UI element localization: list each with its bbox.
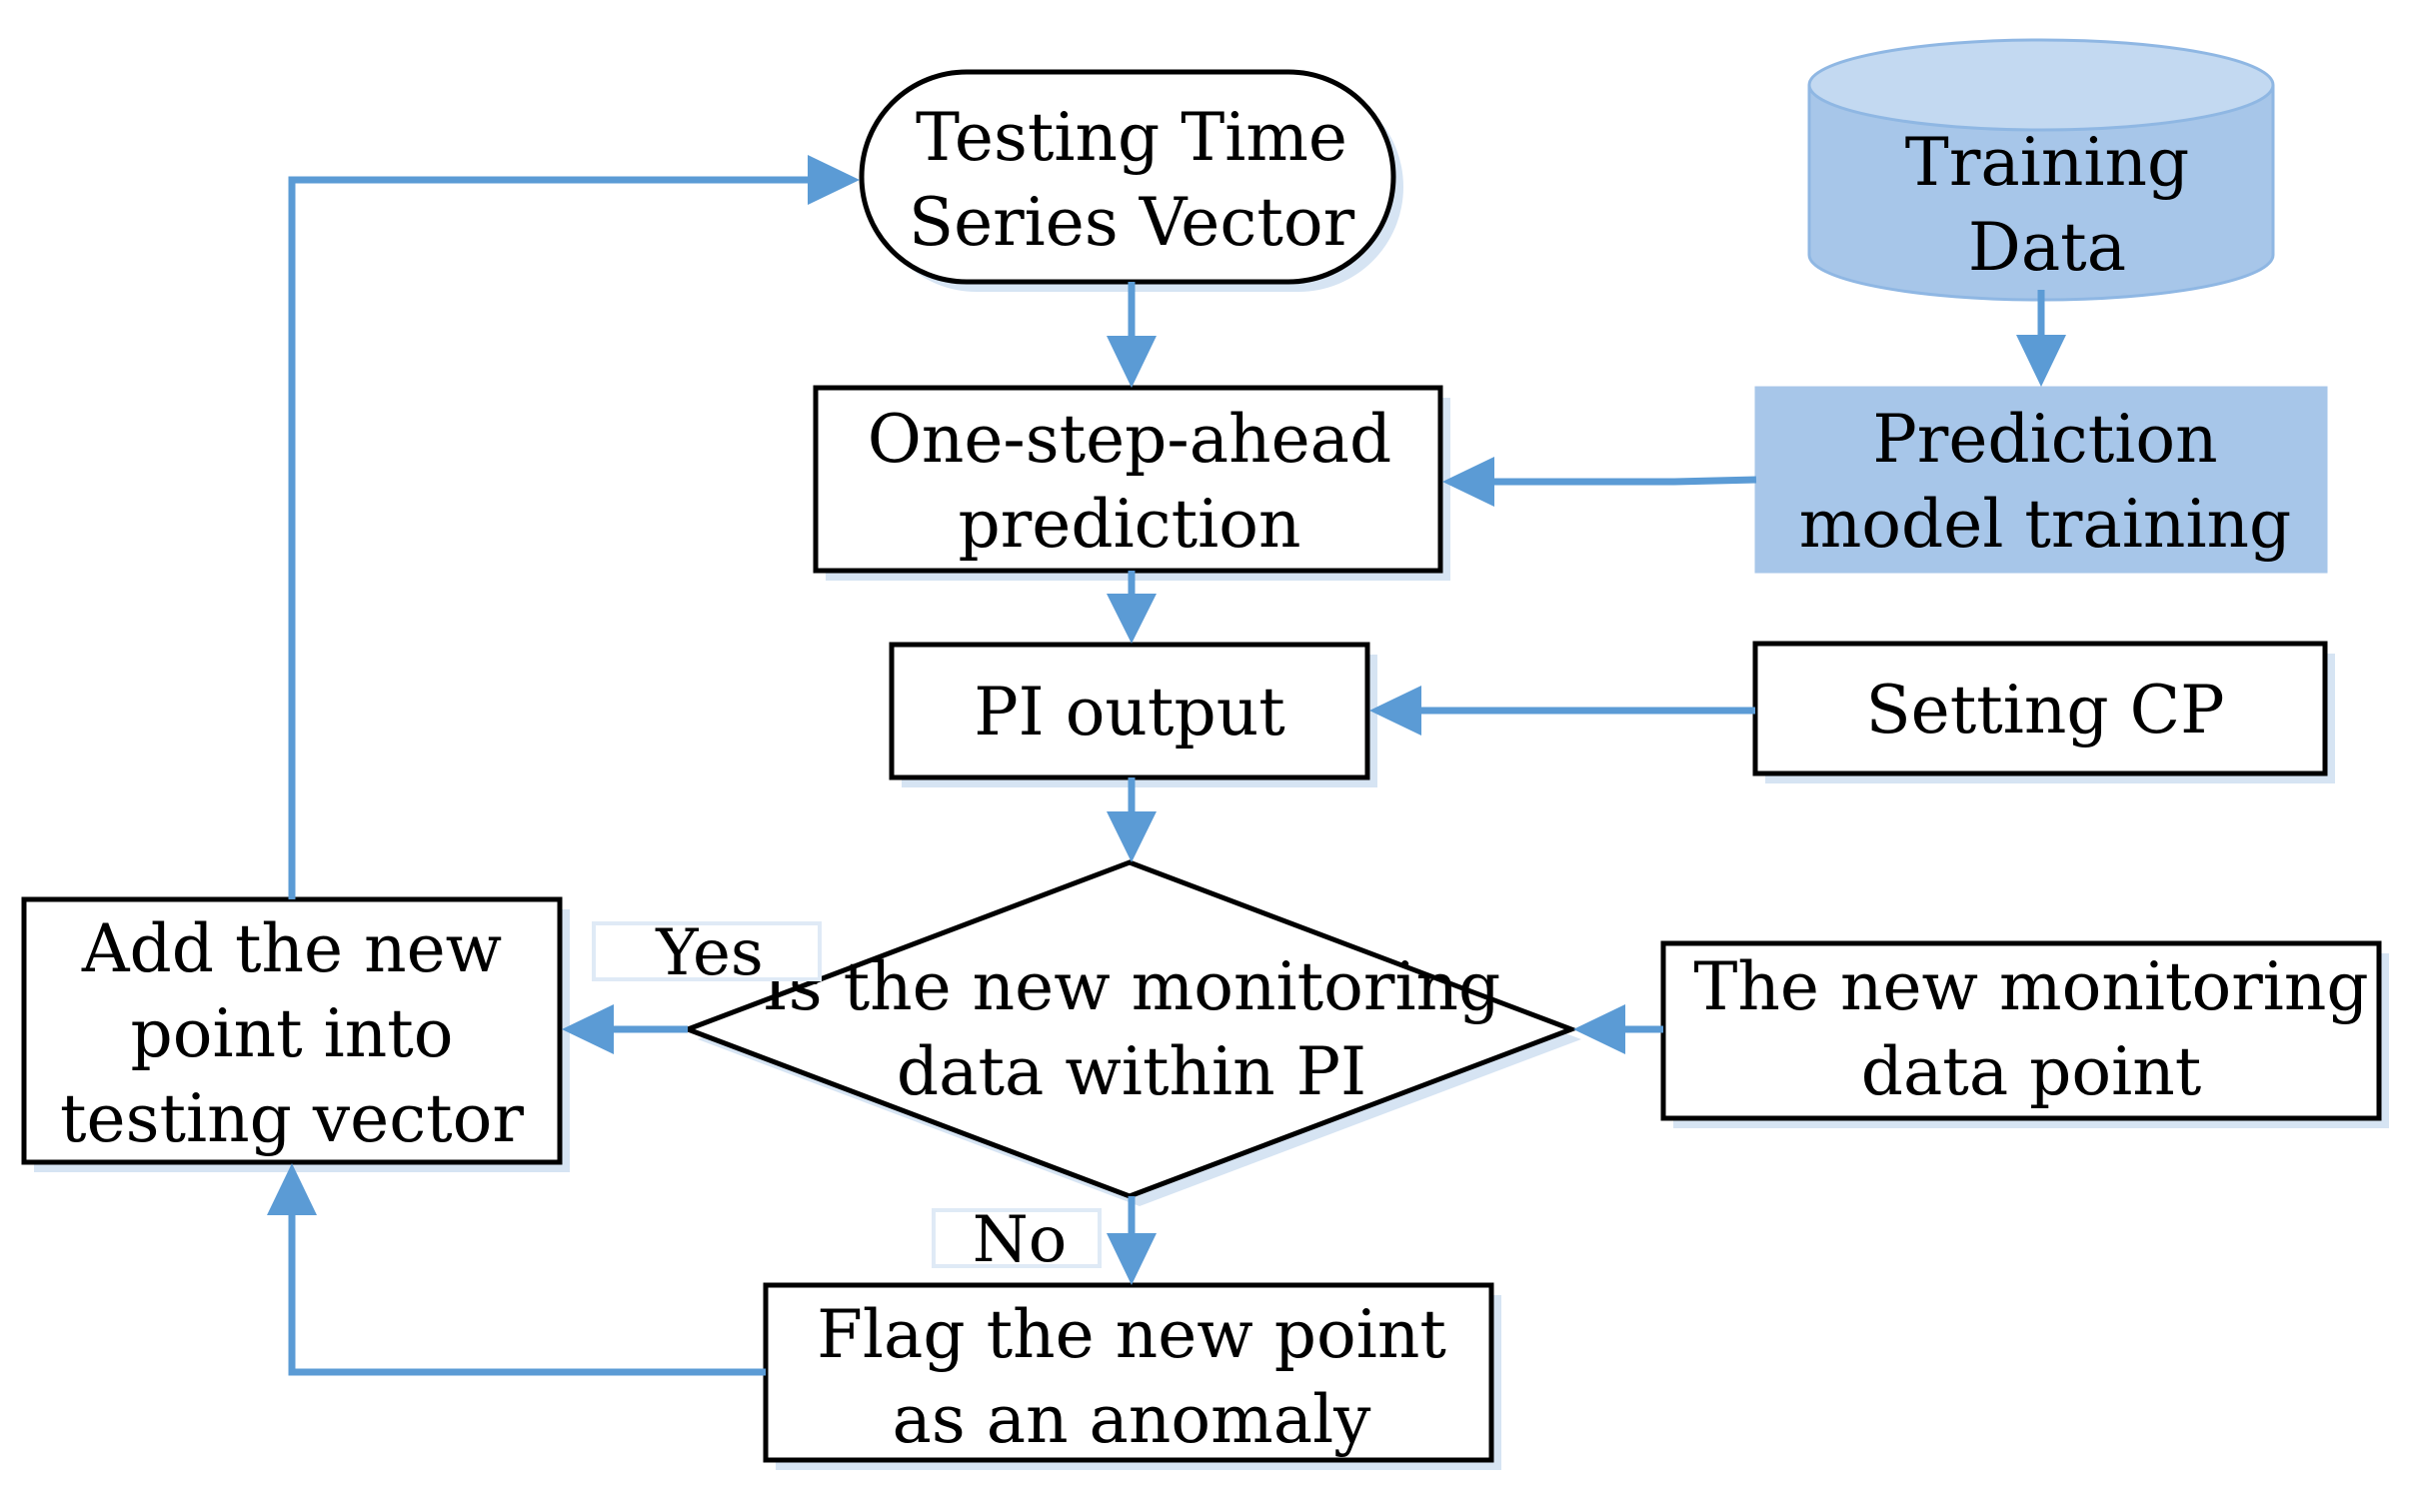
one-step-label-2: prediction — [958, 486, 1300, 563]
arrow-model-to-prediction — [1442, 457, 1757, 507]
setting-cp-node: Setting CP — [1752, 641, 2335, 783]
flag-anomaly-label-2: as an anomaly — [893, 1381, 1372, 1458]
yes-label: Yes — [592, 916, 822, 990]
arrow-testing-to-prediction — [1107, 282, 1157, 388]
arrow-yes-to-add-point — [562, 1004, 688, 1054]
add-point-label-1: Add the new — [81, 910, 502, 987]
training-data-node: Training Data — [1807, 38, 2275, 302]
add-point-node: Add the new point into testing vector — [21, 896, 570, 1172]
new-point-label-1: The new monitoring — [1693, 948, 2368, 1025]
testing-vector-label-1: Testing Time — [916, 99, 1347, 176]
training-data-label-1: Training — [1905, 124, 2189, 201]
add-point-label-3: testing vector — [60, 1080, 524, 1157]
model-training-node: Prediction model training — [1754, 386, 2328, 574]
decision-node: Is the new monitoring data within PI — [680, 859, 1581, 1206]
add-point-label-2: point into — [131, 995, 454, 1072]
no-label: No — [932, 1203, 1102, 1277]
one-step-label-1: One-step-ahead — [868, 401, 1392, 478]
flag-anomaly-node: Flag the new point as an anomaly — [763, 1282, 1501, 1470]
model-training-label-2: model training — [1799, 486, 2292, 563]
decision-label-1: Is the new monitoring — [763, 948, 1501, 1025]
svg-text:Yes: Yes — [655, 916, 763, 990]
setting-cp-label: Setting CP — [1865, 672, 2224, 749]
testing-vector-node: Testing Time Series Vector — [859, 69, 1403, 292]
arrow-newpoint-to-decision — [1573, 1004, 1663, 1054]
one-step-prediction-node: One-step-ahead prediction — [813, 385, 1450, 581]
arrow-cp-to-pi — [1369, 686, 1755, 736]
decision-label-2: data within PI — [897, 1033, 1366, 1110]
pi-output-node: PI output — [889, 642, 1377, 787]
training-data-label-2: Data — [1968, 209, 2126, 286]
testing-vector-label-2: Series Vector — [909, 184, 1355, 261]
new-point-node: The new monitoring data point — [1660, 940, 2389, 1128]
arrow-no-to-flag — [1107, 1196, 1157, 1285]
pi-output-label: PI output — [974, 674, 1285, 751]
arrow-flag-to-add-point — [267, 1163, 766, 1376]
arrow-pi-to-decision — [1107, 777, 1157, 862]
new-point-label-2: data point — [1861, 1033, 2202, 1110]
arrow-training-to-model — [2016, 290, 2066, 387]
flag-anomaly-label-1: Flag the new point — [817, 1296, 1446, 1373]
svg-text:No: No — [973, 1203, 1068, 1277]
model-training-label-1: Prediction — [1872, 401, 2217, 478]
arrow-prediction-to-pi — [1107, 571, 1157, 644]
arrow-add-point-to-testing — [288, 155, 860, 899]
